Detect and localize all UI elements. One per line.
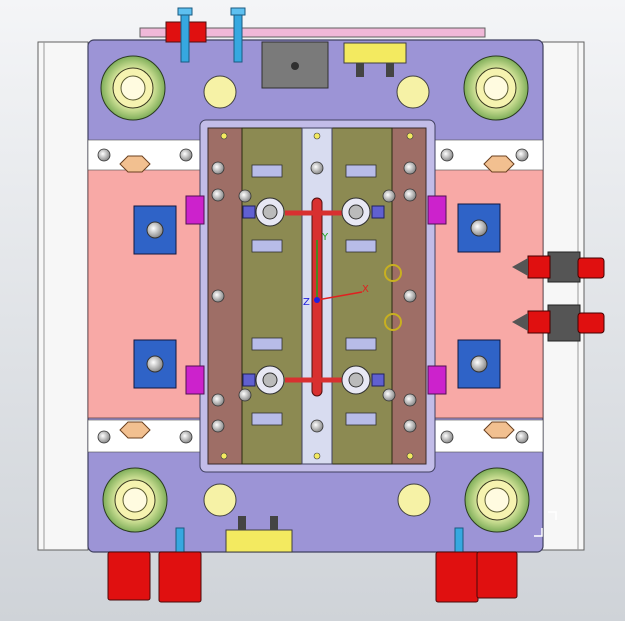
ejector-pin-dots bbox=[220, 132, 414, 460]
axis-z-label: Z bbox=[303, 297, 310, 308]
axis-x-label: X bbox=[362, 284, 369, 295]
top-yellow-latch bbox=[343, 42, 407, 64]
ring-markers bbox=[384, 264, 402, 331]
guide-pillar-bottom-right bbox=[464, 467, 530, 533]
socket-head-bolts bbox=[97, 148, 529, 444]
left-clamp-frame bbox=[37, 41, 89, 551]
guide-pillar-top-left bbox=[100, 55, 166, 121]
left-olive-insert bbox=[241, 127, 303, 465]
right-water-fitting-2 bbox=[512, 304, 605, 342]
bottom-red-cylinders bbox=[107, 551, 518, 603]
guide-pillar-bottom-left bbox=[102, 467, 168, 533]
bottom-yellow-latch bbox=[225, 529, 293, 553]
coordinate-triad-icon: Y Z X bbox=[303, 232, 369, 308]
orange-hex-nuts bbox=[119, 155, 515, 439]
magenta-wedges bbox=[185, 195, 447, 395]
top-cyan-bolt-1 bbox=[180, 9, 190, 63]
top-rail bbox=[139, 27, 486, 38]
axis-y-label: Y bbox=[321, 232, 329, 243]
right-water-fitting-1 bbox=[512, 251, 605, 283]
top-cyan-bolt-2 bbox=[233, 9, 243, 63]
guide-pillar-top-right bbox=[463, 55, 529, 121]
corner-bracket-icon bbox=[534, 511, 557, 537]
cavity-slots bbox=[251, 164, 377, 426]
return-pins bbox=[203, 75, 431, 517]
right-clamp-frame bbox=[539, 41, 585, 551]
